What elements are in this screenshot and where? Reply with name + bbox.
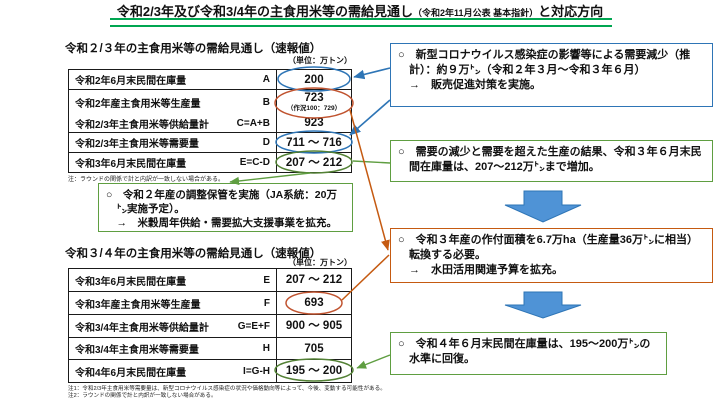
row-label: 令和3年6月末民間在庫量 — [75, 159, 187, 170]
row-value: 900 ～ 905 — [285, 320, 343, 332]
table1-note: 注：ラウンドの関係で計と内訳が一致しない場合がある。 — [68, 177, 225, 183]
row-code: B — [262, 96, 270, 108]
row-label: 令和3年産主食用米等生産量 — [75, 299, 201, 311]
row-label: 令和2/3年主食用米等供給量計 — [75, 119, 209, 131]
row-value: 207 ～ 212 — [285, 274, 343, 286]
conversion-line2: → 水田活用関連予算を拡充。 — [409, 264, 563, 276]
demand-decrease-callout-box: ○ 新型コロナウイルス感染症の影響等による需要減少（推計）：約９万㌧（令和２年３… — [390, 43, 713, 107]
row-label: 令和2年産主食用米等生産量 — [75, 98, 201, 110]
row-code: E — [263, 274, 270, 286]
table2-note2: 注2：ラウンドの関係で計と内訳が一致しない場合がある。 — [68, 393, 217, 399]
row-value: 711 ～ 716 — [286, 136, 342, 149]
table-row: 令和3年産主食用米等生産量 F 693 — [69, 292, 351, 315]
acreage-conversion-callout-box: ○ 令和３年産の作付面積を6.7万ha（生産量36万㌧に相当）転換する必要。 →… — [390, 228, 713, 283]
row-value: 693 — [304, 297, 324, 309]
conversion-line1: ○ 令和３年産の作付面積を6.7万ha（生産量36万㌧に相当）転換する必要。 — [398, 234, 699, 261]
storage-line2: → 米穀周年供給・需要拡大支援事業を拡充。 — [116, 217, 338, 229]
table2-unit-label: （単位：万トン） — [288, 258, 352, 267]
row-code: A — [262, 74, 270, 85]
table-row: 令和3年6月末民間在庫量 E 207 ～ 212 — [69, 269, 351, 292]
page-title: 令和2/3年及び令和3/4年の主食用米等の需給見通し（令和2年11月公表 基本指… — [0, 1, 720, 21]
flow-down-arrow-icon — [504, 190, 582, 223]
row-value: 923 — [304, 117, 324, 129]
table2-title: 令和３/４年の主食用米等の需給見通し（速報値） — [65, 248, 322, 260]
connector-green-to-stock207 — [352, 160, 391, 164]
table-row: 令和4年6月末民間在庫量 I=G-H 195 ～ 200 — [69, 360, 351, 382]
row-code: G=E+F — [237, 320, 270, 332]
row-code: F — [263, 297, 270, 309]
table-row: 令和3/4年主食用米等需要量 H 705 — [69, 338, 351, 360]
table2: 令和3年6月末民間在庫量 E 207 ～ 212 令和3年産主食用米等生産量 F 6… — [68, 268, 352, 383]
table-row: 令和3年6月末民間在庫量 E=C-D 207 ～ 212 — [69, 153, 351, 172]
connector-blue-to-demand — [349, 99, 391, 136]
table-row: 令和2年6月末民間在庫量 A 200 — [69, 70, 351, 90]
row-code: H — [262, 343, 270, 354]
row-label: 令和3/4年主食用米等供給量計 — [75, 322, 209, 334]
page-title-paren: （令和2年11月公表 基本指針） — [413, 8, 539, 18]
table1-unit-label: （単位：万トン） — [288, 56, 352, 65]
connector-orange-from-723 — [349, 109, 390, 251]
connector-green-to-storage-box — [229, 172, 311, 186]
stock-increase-callout-box: ○ 需要の減少と需要を超えた生産の結果、令和３年６月末民間在庫量は、207～21… — [390, 140, 713, 182]
row-code: I=G-H — [243, 365, 270, 377]
table2-note1: 注1：令和2/3年主食用米等需要量は、新型コロナウイルス感染症の状況や価格動向等… — [68, 386, 386, 392]
row-value: 207 ～ 212 — [285, 156, 343, 169]
row-label: 令和4年6月末民間在庫量 — [75, 367, 187, 379]
row-value: 723 — [304, 92, 324, 104]
row-value: 200 — [304, 73, 324, 86]
storage-line1: ○ 令和２年産の調整保管を実施（JA系統：20万㌧実施予定）。 — [106, 189, 337, 215]
row-label: 令和3/4年主食用米等需要量 — [75, 345, 199, 356]
increase-line1: ○ 需要の減少と需要を超えた生産の結果、令和３年６月末民間在庫量は、207～21… — [398, 146, 702, 173]
table-row: 令和2/3年主食用米等需要量 D 711 ～ 716 — [69, 133, 351, 153]
row-label: 令和2年6月末民間在庫量 — [75, 76, 187, 87]
row-code: D — [262, 137, 270, 148]
demand-line1: ○ 新型コロナウイルス感染症の影響等による需要減少（推計）：約９万㌧（令和２年３… — [398, 49, 691, 76]
connector-green-to-stock195 — [356, 354, 391, 369]
row-subvalue: （作況100：729） — [286, 105, 342, 112]
table1: 令和2年6月末民間在庫量 A 200 令和2年産主食用米等生産量 B 723（作況1… — [68, 69, 352, 173]
row-code: C=A+B — [236, 117, 270, 129]
storage-callout-box: ○ 令和２年産の調整保管を実施（JA系統：20万㌧実施予定）。 → 米穀周年供給… — [98, 183, 353, 232]
table-row: 令和2年産主食用米等生産量 B 723（作況100：729） — [69, 90, 351, 114]
demand-line2: → 販売促進対策を実施。 — [409, 79, 541, 91]
recovery-line1: ○ 令和４年６月末民間在庫量は、195～200万㌧の水準に回復。 — [398, 338, 651, 365]
row-label: 令和2/3年主食用米等需要量 — [75, 139, 199, 150]
page-title-main: 令和2/3年及び令和3/4年の主食用米等の需給見通し — [116, 4, 414, 19]
table1-title: 令和２/３年の主食用米等の需給見通し（速報値） — [65, 43, 322, 55]
flow-down-arrow-icon — [504, 291, 582, 319]
page-title-tail: と対応方向 — [538, 4, 604, 19]
stock-recovery-callout-box: ○ 令和４年６月末民間在庫量は、195～200万㌧の水準に回復。 — [390, 332, 667, 375]
row-label: 令和3年6月末民間在庫量 — [75, 276, 187, 288]
table-row: 令和3/4年主食用米等供給量計 G=E+F 900 ～ 905 — [69, 315, 351, 338]
row-code: E=C-D — [239, 157, 270, 168]
table-row: 令和2/3年主食用米等供給量計 C=A+B 923 — [69, 114, 351, 133]
title-underline — [110, 18, 612, 27]
row-value: 195 ～ 200 — [285, 365, 343, 377]
row-value: 705 — [304, 342, 324, 355]
connector-blue-to-stock200 — [353, 67, 391, 80]
